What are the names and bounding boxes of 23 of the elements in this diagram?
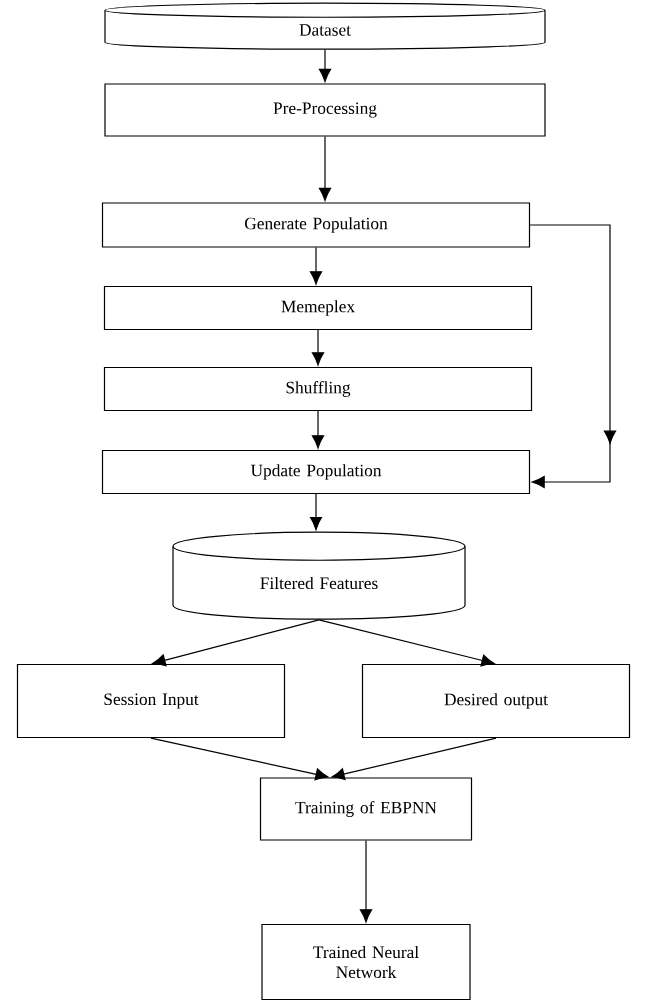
arrow xyxy=(309,247,323,285)
process-box: Session Input xyxy=(16,663,286,739)
process-box: Memeplex xyxy=(103,285,533,331)
process-box: Shuffling xyxy=(103,366,533,412)
arrow xyxy=(311,329,325,366)
process-box: Pre-Processing xyxy=(104,83,546,137)
arrow xyxy=(152,619,320,667)
arrow xyxy=(318,619,495,667)
process-box: Desired output xyxy=(361,663,631,739)
arrow xyxy=(318,136,332,201)
arrow xyxy=(529,224,617,489)
process-box: Trained Neural Network xyxy=(261,923,471,1001)
arrow xyxy=(318,49,332,82)
arrow xyxy=(150,737,329,781)
arrow xyxy=(331,737,497,781)
process-box: Training of EBPNN xyxy=(259,777,473,841)
process-box: Update Population xyxy=(101,449,531,495)
arrow xyxy=(309,493,323,531)
database-cylinder: Filtered Features xyxy=(172,531,466,620)
database-cylinder: Dataset xyxy=(104,2,546,50)
arrow xyxy=(359,840,373,923)
process-box: Generate Population xyxy=(101,202,531,248)
arrow xyxy=(311,410,325,449)
